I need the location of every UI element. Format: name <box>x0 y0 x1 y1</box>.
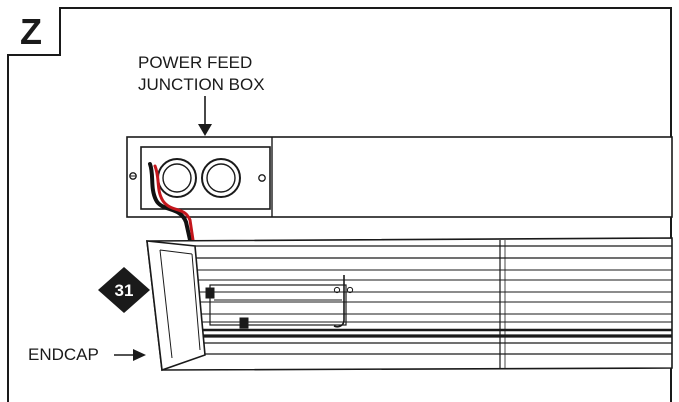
endcap-arrow <box>114 349 146 361</box>
power-feed-wires <box>148 162 195 242</box>
endcap-label: ENDCAP <box>28 345 99 364</box>
fixture-channel <box>195 240 672 369</box>
junction-box-label-line2: JUNCTION BOX <box>138 75 265 94</box>
junction-box-arrow <box>198 96 212 136</box>
step-number: 31 <box>115 281 134 300</box>
mounting-screw-right <box>258 174 266 182</box>
step-badge: 31 <box>98 267 150 313</box>
junction-box <box>129 146 271 210</box>
panel-frame <box>7 7 672 402</box>
junction-box-label-line1: POWER FEED <box>138 53 252 72</box>
lamp-socket-bracket <box>205 275 354 329</box>
panel-letter: Z <box>20 11 42 52</box>
